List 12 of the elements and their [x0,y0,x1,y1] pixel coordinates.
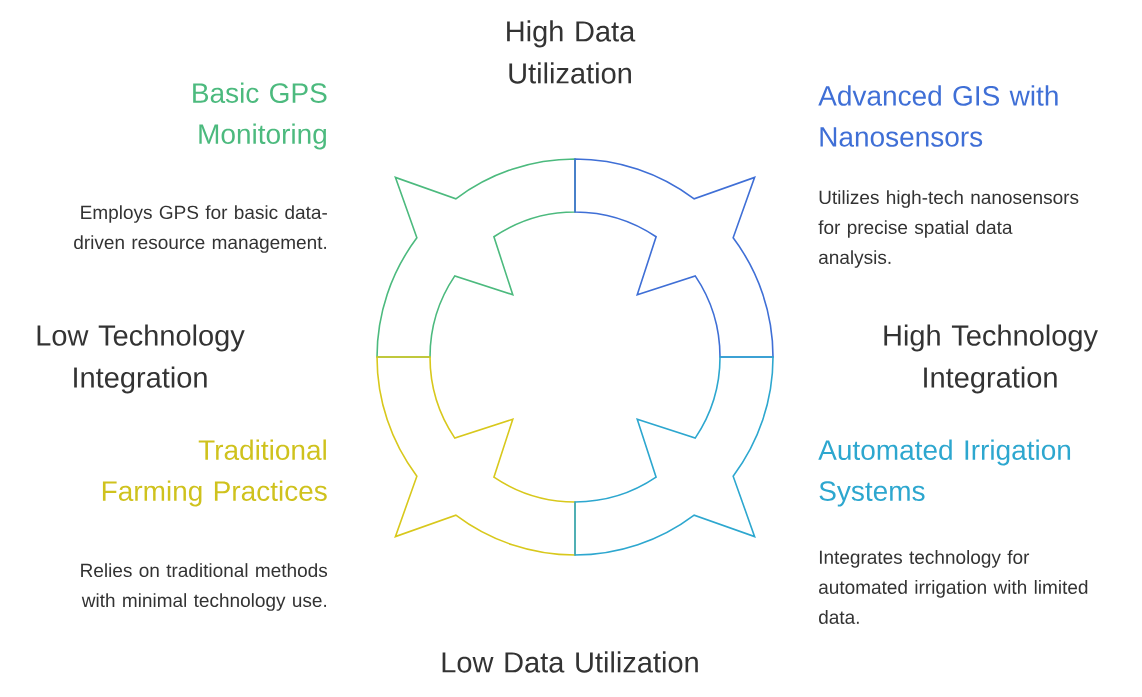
quadrant-description: Utilizes high-tech nanosensors for precise spatial data analysis. [818,190,1079,268]
quadrant-description: Integrates technology for automated irrigation with limited data. [819,550,1088,624]
axis-label: High Technology Integration [884,324,1098,394]
quadrant-heading: Automated Irrigation Systems [818,439,1071,507]
quadrant-heading: Traditional Farming Practices [102,439,327,507]
quadrant-heading: Basic GPS Monitoring [193,82,327,150]
quadrant-description: Relies on traditional methods with minimal technology use. [81,563,328,611]
axis-label: Low Technology Integration [37,324,245,394]
axis-label: High Data Utilization [507,20,636,84]
axis-label: Low Data Utilization [442,651,698,673]
quadrant-heading: Advanced GIS with Nanosensors [818,85,1058,147]
quadrant-description: Employs GPS for basic data-driven resource management. [74,205,327,253]
